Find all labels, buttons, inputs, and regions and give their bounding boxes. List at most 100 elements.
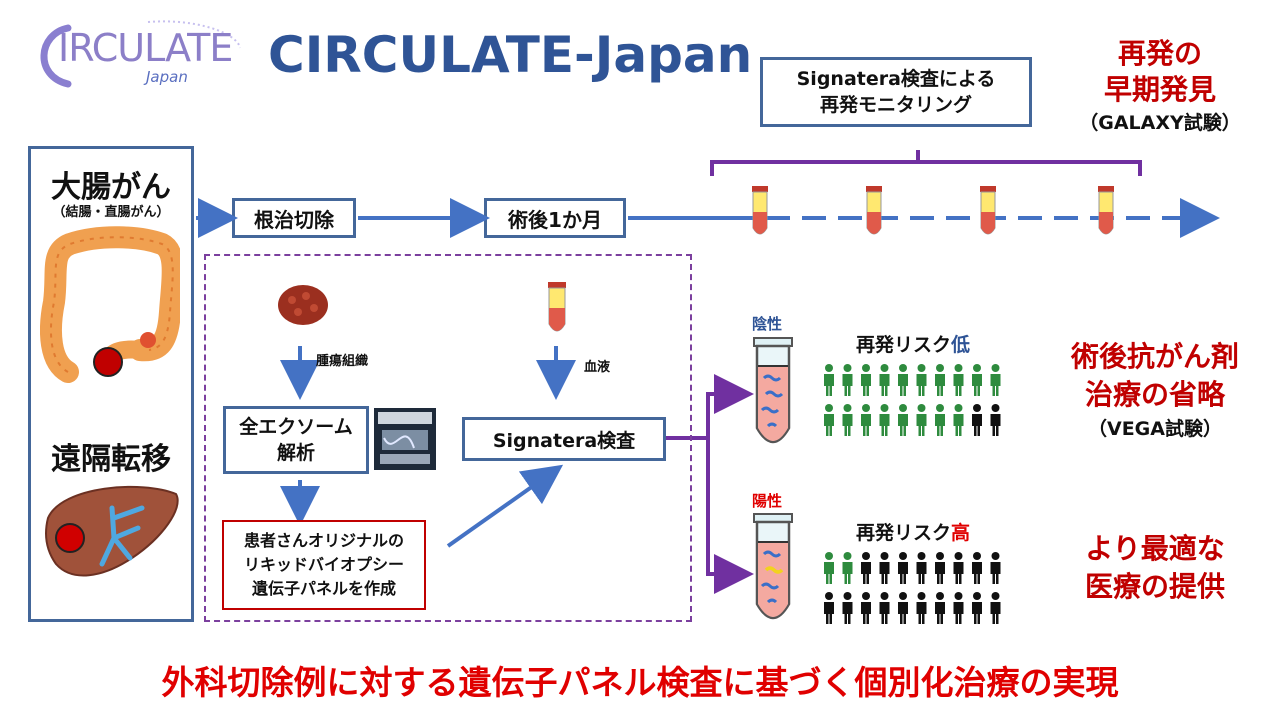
high-risk-person-icon: [916, 552, 927, 584]
low-risk-person-icon: [898, 364, 908, 396]
high-risk-person-icon: [879, 552, 890, 584]
circulate-japan-logo: IRCULATE Japan: [28, 14, 248, 94]
vega-trial: （VEGA試験）: [1088, 418, 1222, 440]
tumor-tissue-icon: [278, 285, 328, 325]
whole-exome-line1: 全エクソーム: [239, 416, 353, 438]
low-risk-people: [824, 364, 1001, 436]
logo-subtext: Japan: [146, 68, 188, 86]
signatera-test-label: Signatera検査: [492, 429, 636, 452]
cancer-label: 大腸がん: [51, 170, 171, 205]
negative-label: 陰性: [752, 315, 783, 333]
low-risk-person-icon: [972, 364, 982, 396]
high-risk-person-icon: [916, 592, 927, 624]
cancer-sublabel: （結腸・直腸がん）: [52, 205, 170, 220]
optimal-care-line2: 医療の提供: [1084, 570, 1225, 603]
low-risk-person-icon: [953, 364, 964, 396]
monitoring-box: Signatera検査による 再発モニタリング: [760, 57, 1032, 127]
early-detection-line1: 再発の: [1117, 37, 1202, 70]
low-risk-person-icon: [842, 364, 853, 396]
curative-resection-box: 根治切除: [232, 198, 356, 238]
high-risk-person-icon: [953, 552, 964, 584]
low-risk-person-icon: [861, 364, 871, 396]
logo-swirl: [40, 20, 241, 88]
high-risk-person-icon: [972, 552, 982, 584]
blood-tube-1: [752, 186, 768, 235]
high-risk-person-icon: [824, 592, 834, 624]
timeline-blood-tubes: [752, 186, 1114, 235]
low-risk-person-icon: [990, 404, 1001, 436]
negative-tube-icon: [753, 337, 793, 444]
high-risk-person-icon: [990, 552, 1001, 584]
low-risk-person-icon: [972, 404, 982, 436]
high-risk-person-icon: [898, 552, 908, 584]
high-risk-person-icon: [898, 592, 908, 624]
custom-panel-line3: 遺伝子パネルを作成: [251, 579, 396, 598]
chemo-omission: 術後抗がん剤 治療の省略 （VEGA試験）: [1050, 338, 1260, 444]
blood-sample-icon: [548, 282, 566, 332]
high-risk-person-icon: [861, 552, 871, 584]
process-panel: [204, 254, 692, 622]
page-title: CIRCULATE-Japan: [268, 26, 753, 84]
high-risk-person-icon: [879, 592, 890, 624]
low-risk-person-icon: [990, 364, 1001, 396]
liver-icon: [45, 485, 179, 577]
high-risk-person-icon: [953, 592, 964, 624]
blood-tube-2: [866, 186, 882, 235]
low-risk-person-icon: [953, 404, 964, 436]
monitoring-line1: Signatera検査による: [796, 68, 996, 90]
postop-month-box: 術後1か月: [484, 198, 626, 238]
low-risk-prefix: 再発リスク: [856, 334, 952, 356]
low-risk-person-icon: [842, 404, 853, 436]
whole-exome-box: 全エクソーム 解析: [223, 406, 369, 474]
high-risk-person-icon: [990, 592, 1001, 624]
high-risk-person-icon: [935, 552, 945, 584]
bottom-banner: 外科切除例に対する遺伝子パネル検査に基づく個別化治療の実現: [161, 663, 1119, 702]
optimal-care-line1: より最適な: [1085, 532, 1225, 565]
low-risk-level: 低: [951, 334, 971, 356]
custom-panel-line2: リキッドバイオプシー: [243, 555, 404, 574]
galaxy-trial: （GALAXY試験）: [1079, 112, 1241, 134]
disease-panel: [28, 146, 194, 622]
whole-exome-line2: 解析: [276, 442, 315, 464]
sequencer-image: [374, 408, 436, 470]
low-risk-person-icon: [935, 364, 945, 396]
low-risk-person-icon: [916, 404, 927, 436]
early-detection-line2: 早期発見: [1103, 73, 1216, 106]
curative-resection-label: 根治切除: [254, 207, 334, 232]
logo-text: IRCULATE: [58, 26, 233, 70]
early-detection: 再発の 早期発見 （GALAXY試験）: [1070, 36, 1250, 138]
chemo-omission-line1: 術後抗がん剤: [1070, 340, 1239, 373]
high-risk-person-icon: [861, 592, 871, 624]
high-risk-person-icon: [935, 592, 945, 624]
low-risk-label: 再発リスク低: [856, 330, 970, 357]
tumor-tissue-label: 腫瘍組織: [316, 354, 369, 369]
signatera-test-box: Signatera検査: [462, 417, 666, 461]
blood-tube-3: [980, 186, 996, 235]
low-risk-person-icon: [879, 364, 890, 396]
high-risk-level: 高: [951, 522, 971, 544]
chemo-omission-line2: 治療の省略: [1084, 378, 1225, 411]
high-risk-prefix: 再発リスク: [856, 522, 952, 544]
low-risk-person-icon: [916, 364, 927, 396]
low-risk-person-icon: [824, 364, 834, 396]
blood-tube-4: [1098, 186, 1114, 235]
custom-panel-box: 患者さんオリジナルの リキッドバイオプシー 遺伝子パネルを作成: [222, 520, 426, 610]
custom-panel-line1: 患者さんオリジナルの: [243, 531, 404, 550]
high-risk-person-icon: [842, 552, 853, 584]
positive-tube-icon: [753, 513, 793, 620]
low-risk-person-icon: [879, 404, 890, 436]
monitoring-line2: 再発モニタリング: [819, 94, 972, 116]
postop-month-label: 術後1か月: [508, 207, 602, 232]
low-risk-person-icon: [898, 404, 908, 436]
metastasis-label: 遠隔転移: [51, 442, 171, 477]
low-risk-person-icon: [935, 404, 945, 436]
high-risk-person-icon: [824, 552, 834, 584]
low-risk-person-icon: [824, 404, 834, 436]
colon-icon: [40, 226, 180, 383]
optimal-care: より最適な 医療の提供: [1050, 530, 1260, 606]
high-risk-person-icon: [972, 592, 982, 624]
high-risk-people: [824, 552, 1001, 624]
high-risk-label: 再発リスク高: [856, 518, 970, 545]
positive-label: 陽性: [752, 492, 783, 510]
